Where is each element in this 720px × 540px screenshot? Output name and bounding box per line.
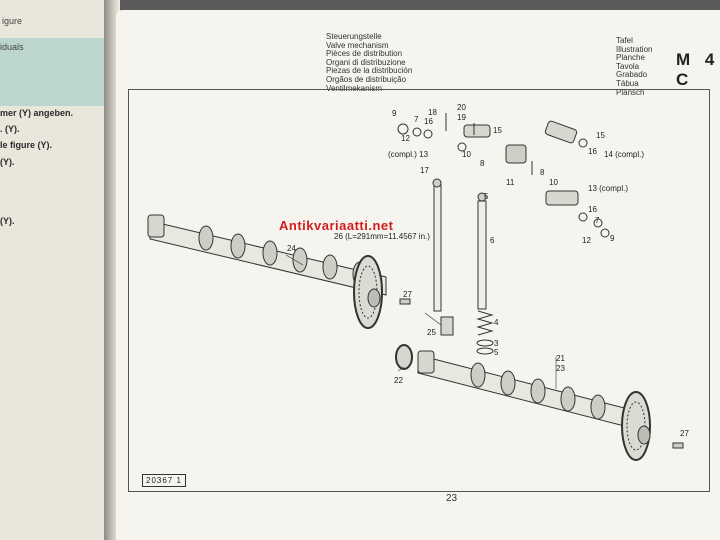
callout-label: 12	[582, 236, 591, 245]
plate-word: Plansch	[616, 87, 645, 97]
header-titles: Steuerungstelle Valve mechanism Pièces d…	[326, 32, 413, 93]
callout-label: 16	[588, 205, 597, 214]
callout-label: 23	[556, 364, 565, 373]
figure-frame	[128, 89, 710, 492]
tappet-parts	[395, 310, 494, 370]
plate-word: Grabado	[616, 70, 648, 80]
callout-label: 15	[596, 131, 605, 140]
callout-label: 25	[427, 328, 436, 337]
push-rods	[432, 178, 487, 312]
callout-label: 10	[549, 178, 558, 187]
callout-label: 22	[394, 376, 403, 385]
callout-label: 8	[480, 159, 485, 168]
left-page-color-band	[0, 38, 104, 106]
header-title: Organi di distribuzione	[326, 57, 406, 67]
callout-label: 26 (L=291mm=11.4567 in.)	[334, 232, 430, 241]
left-page-line: (Y).	[0, 157, 15, 167]
callout-label: 14 (compl.)	[604, 150, 645, 159]
plate-words: Tafel Illustration Planche Tavola Grabad…	[616, 36, 653, 97]
left-page-line: iduals	[0, 42, 24, 52]
callout-label: 5	[494, 348, 499, 357]
callout-label: 13 (compl.)	[588, 184, 629, 193]
watermark-text: Antikvariaatti.net	[279, 218, 394, 233]
callout-label: 3	[494, 339, 499, 348]
header-title: Steuerungstelle	[326, 32, 382, 41]
header-title: Ventilmekanism	[326, 83, 383, 93]
callout-label: 7	[414, 115, 419, 124]
callout-label: 27	[403, 290, 412, 299]
page-number: 23	[446, 493, 458, 504]
page-code: M 4 C	[676, 50, 720, 89]
plate-word: Illustration	[616, 44, 653, 54]
rocker-arm-assemblies	[397, 113, 610, 238]
callout-label: (compl.) 13	[388, 150, 429, 159]
figure-number-box: 20367 1	[142, 474, 186, 487]
callout-label: 18	[428, 108, 437, 117]
callout-label: 6	[490, 236, 495, 245]
left-page-line: . (Y).	[0, 124, 20, 134]
plate-word: Tafel	[616, 36, 633, 45]
callout-label: 12	[401, 134, 410, 143]
plate-word: Planche	[616, 53, 645, 63]
callout-label: 4	[494, 318, 499, 327]
callout-label: 21	[556, 354, 565, 363]
callout-label: 10	[462, 150, 471, 159]
callout-label: 8	[540, 168, 545, 177]
callout-label: 9	[610, 234, 615, 243]
upper-camshaft	[147, 214, 387, 329]
callout-label: 16	[424, 117, 433, 126]
callout-label: 9	[392, 109, 397, 118]
callout-label: 24	[287, 244, 296, 253]
plate-word: Tábua	[616, 78, 639, 88]
left-page-line: mer (Y) angeben.	[0, 108, 74, 118]
left-page-line: (Y).	[0, 216, 15, 226]
header-title: Piezas de la distribución	[326, 66, 413, 76]
callout-label: 5	[484, 192, 489, 201]
left-page-line: le figure (Y).	[0, 140, 53, 150]
header-title: Orgãos de distribuição	[326, 74, 407, 84]
callout-label: 17	[420, 166, 429, 175]
callout-label: 11	[506, 178, 515, 187]
callout-label: 19	[457, 113, 466, 122]
callout-label: 27	[680, 429, 689, 438]
header-title: Valve mechanism	[326, 40, 389, 50]
callout-label: 16	[588, 147, 597, 156]
header-title: Pièces de distribution	[326, 49, 403, 59]
callout-label: 20	[457, 103, 466, 112]
callout-label: 15	[493, 126, 502, 135]
lower-camshaft	[417, 350, 651, 461]
left-page-line: igure	[2, 16, 23, 26]
leader-lines	[285, 254, 557, 389]
right-page	[116, 10, 720, 540]
callout-label: 7	[595, 216, 600, 225]
plate-word: Tavola	[616, 61, 640, 71]
left-page: igure iduals mer (Y) angeben. . (Y). le …	[0, 0, 112, 540]
exploded-view-drawing	[147, 113, 684, 461]
